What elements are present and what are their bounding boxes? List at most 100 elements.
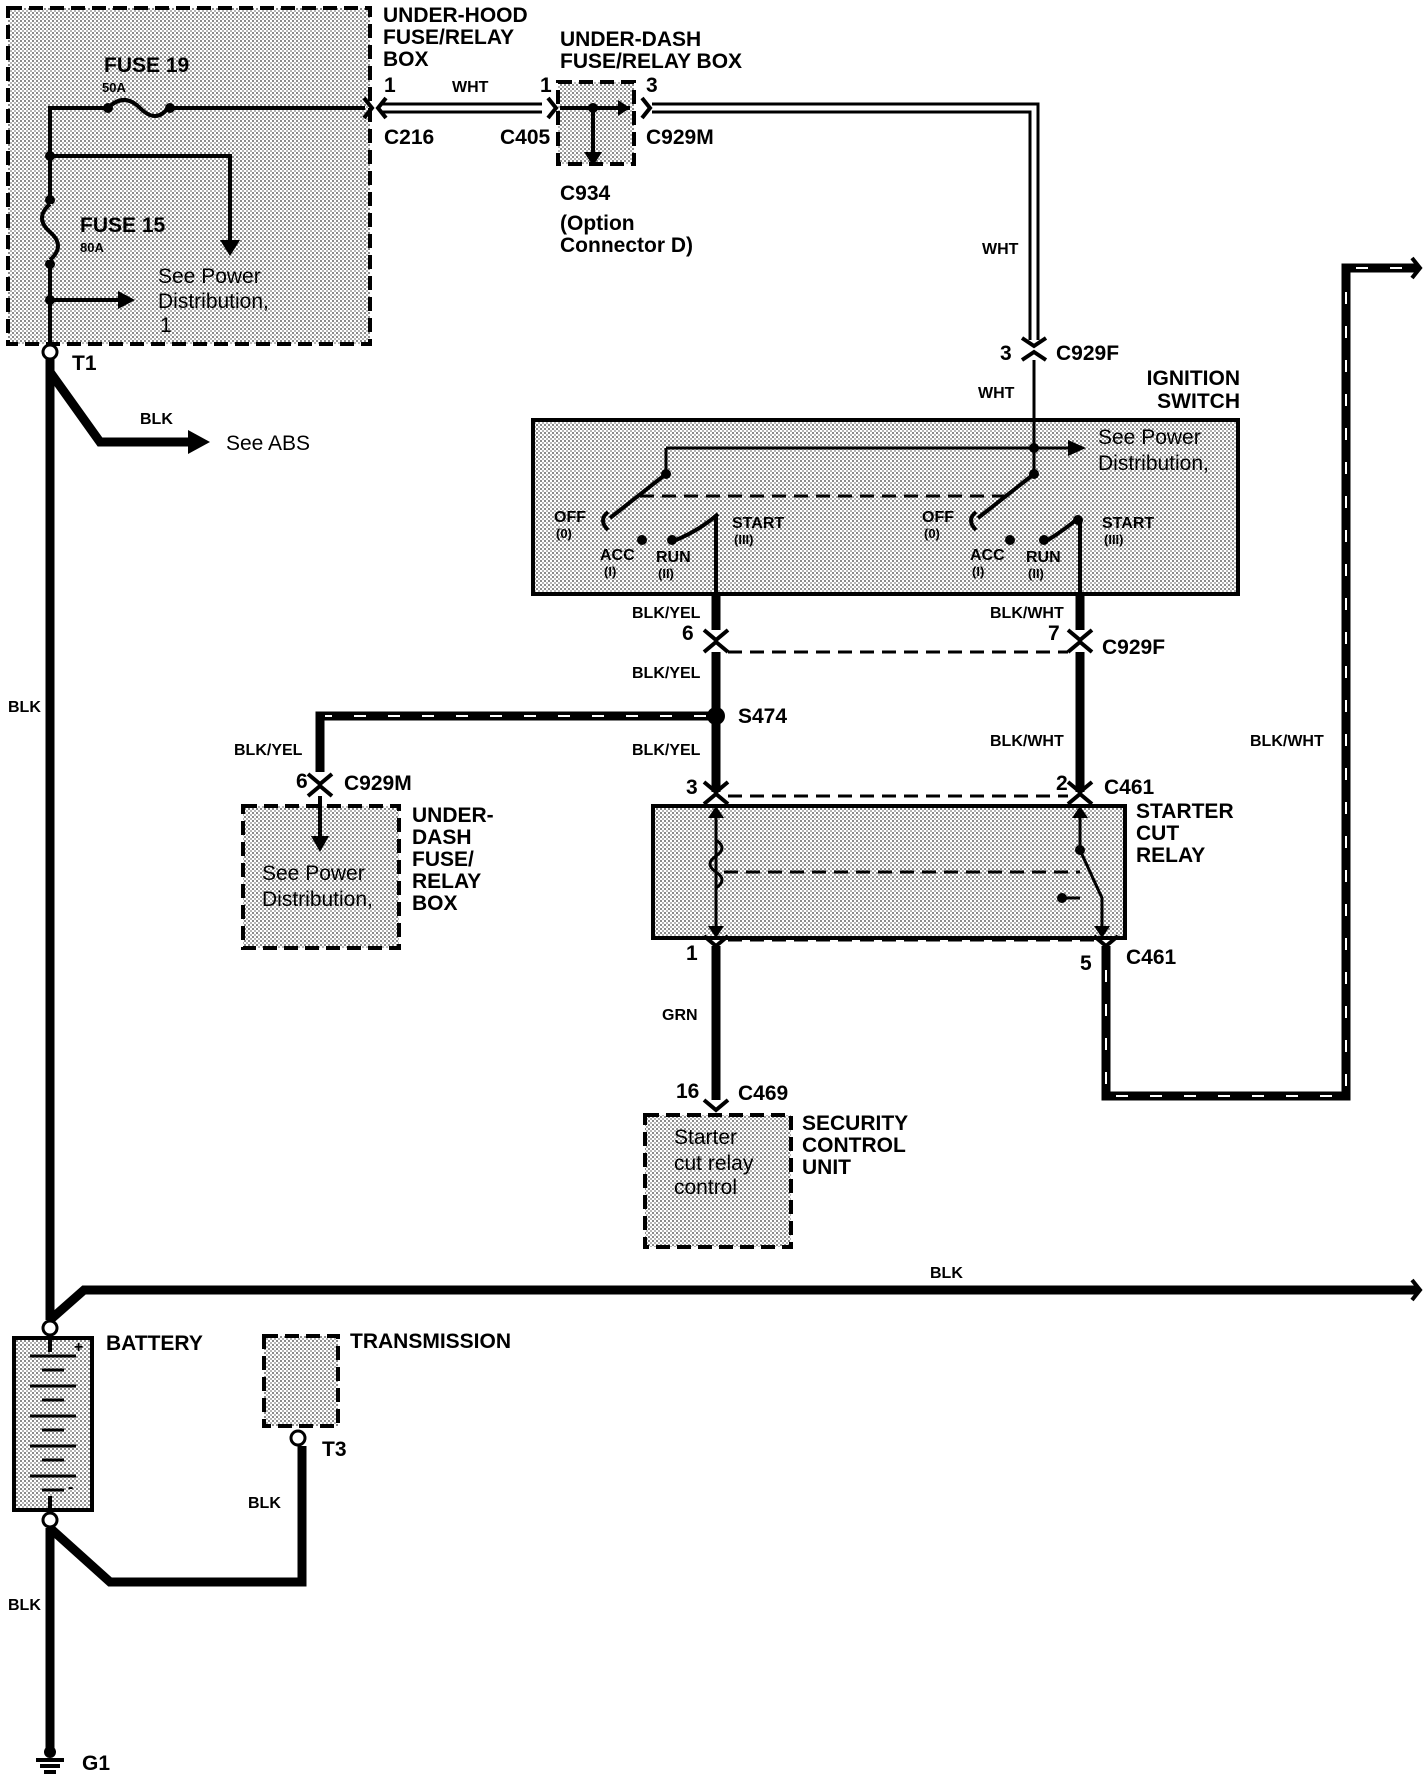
fuse-15-label: FUSE 15 <box>80 214 166 237</box>
ign-left-run: RUN <box>656 549 691 566</box>
see-power-distribution-1-line3: 1 <box>160 314 172 337</box>
arrow-right-icon <box>118 291 135 309</box>
s474-label: S474 <box>738 705 787 728</box>
security-body-line3: control <box>674 1176 737 1199</box>
ign-right-run-code: (II) <box>1028 566 1044 581</box>
connector-c461-top: 3 2 C461 <box>686 772 1155 806</box>
c929f-mid-label: C929F <box>1102 636 1165 659</box>
g1-label: G1 <box>82 1752 110 1775</box>
underdash-left-title-2: DASH <box>412 826 472 849</box>
see-power-ign-line2: Distribution, <box>1098 452 1209 475</box>
connector-c929m-top <box>640 96 653 120</box>
underdash-left-title-1: UNDER- <box>412 804 494 827</box>
connector-c216: 1 C216 <box>362 74 434 149</box>
ign-right-off: OFF <box>922 509 954 526</box>
security-control-unit: Starter cut relay control SECURITY CONTR… <box>643 1112 908 1249</box>
underdash-fuse-relay-box-left: See Power Distribution, UNDER- DASH FUSE… <box>241 796 494 950</box>
c461-top-label: C461 <box>1104 776 1155 799</box>
ign-right-off-code: (0) <box>924 526 940 541</box>
fuse-19-rating: 50A <box>102 80 126 95</box>
ign-left-off: OFF <box>554 509 586 526</box>
wire-blk-wht-b: BLK/WHT <box>990 733 1064 750</box>
wire-blk-trans: BLK <box>248 1495 281 1512</box>
transmission-title: TRANSMISSION <box>350 1330 511 1353</box>
ign-right-acc-code: (I) <box>972 564 984 579</box>
option-connector-line2: Connector D) <box>560 234 693 257</box>
c929f-mid-pin-7: 7 <box>1048 622 1060 645</box>
battery-plus: + <box>74 1339 83 1356</box>
arrow-down-icon <box>220 240 240 256</box>
underhood-title-1: UNDER-HOOD <box>383 4 528 27</box>
c929f-mid-pin-6: 6 <box>682 622 694 645</box>
ign-left-start-code: (III) <box>734 532 754 547</box>
connector-c929m-left: 6 C929M <box>296 770 412 798</box>
battery-minus: - <box>68 1479 73 1496</box>
wire-blk-left: BLK <box>8 699 41 716</box>
c929m-left-label: C929M <box>344 772 412 795</box>
see-power-left-line1: See Power <box>262 862 365 885</box>
security-title-1: SECURITY <box>802 1112 908 1135</box>
wire-wht-a: WHT <box>452 79 489 96</box>
ignition-title-2: SWITCH <box>1157 390 1240 413</box>
fuse-19: FUSE 19 50A <box>102 54 189 118</box>
fuse-15: FUSE 15 80A <box>40 202 166 262</box>
c929m-left-pin-6: 6 <box>296 770 308 793</box>
see-abs: See ABS <box>226 432 310 455</box>
underdash-fuse-relay-box-top: UNDER-DASH FUSE/RELAY BOX 1 C405 3 C929M… <box>500 28 742 257</box>
terminal-t3 <box>289 1429 307 1447</box>
wire-wht-b: WHT <box>982 241 1019 258</box>
wire-grn: GRN <box>662 1007 698 1024</box>
ign-right-start: START <box>1102 515 1154 532</box>
wire-blk-ground: BLK <box>8 1597 41 1614</box>
starter-cut-title-2: CUT <box>1136 822 1179 845</box>
c929m-top-label: C929M <box>646 126 714 149</box>
c469-pin-16: 16 <box>676 1080 699 1103</box>
terminal-t1 <box>41 343 59 361</box>
underhood-fuse-relay-box: UNDER-HOOD FUSE/RELAY BOX FUSE 19 50A FU… <box>6 4 528 346</box>
starter-cut-title-1: STARTER <box>1136 800 1234 823</box>
starter-cut-relay: STARTER CUT RELAY <box>651 800 1234 940</box>
c461-bottom-pin-1: 1 <box>686 942 698 965</box>
underdash-left-title-4: RELAY <box>412 870 481 893</box>
underhood-title-3: BOX <box>383 48 429 71</box>
wire-blk-yel-b: BLK/YEL <box>632 665 701 682</box>
security-body-line2: cut relay <box>674 1152 754 1175</box>
c461-bottom-label: C461 <box>1126 946 1177 969</box>
t1-label: T1 <box>72 352 97 375</box>
security-title-3: UNIT <box>802 1156 851 1179</box>
connector-c469: 16 C469 <box>676 1080 788 1113</box>
fuse-15-rating: 80A <box>80 240 104 255</box>
c469-label: C469 <box>738 1082 788 1105</box>
ground-g1: G1 <box>36 1746 110 1775</box>
see-power-left-line2: Distribution, <box>262 888 373 911</box>
connector-c929f-top: 3 C929F <box>1000 336 1119 365</box>
underdash-top-title-1: UNDER-DASH <box>560 28 701 51</box>
ign-right-start-code: (III) <box>1104 532 1124 547</box>
ign-left-off-code: (0) <box>556 526 572 541</box>
ign-left-start: START <box>732 515 784 532</box>
see-power-distribution-1-line2: Distribution, <box>158 290 269 313</box>
c461-bottom-pin-5: 5 <box>1080 952 1092 975</box>
wire-blk-yel-d: BLK/YEL <box>234 742 303 759</box>
underhood-title-2: FUSE/RELAY <box>383 26 514 49</box>
ignition-switch: IGNITION SWITCH See Power Distribution, … <box>531 367 1240 596</box>
connector-c461-bottom: 1 5 C461 <box>686 934 1177 975</box>
ignition-title-1: IGNITION <box>1147 367 1240 390</box>
underdash-top-title-2: FUSE/RELAY BOX <box>560 50 742 73</box>
wire-wht-c: WHT <box>978 385 1015 402</box>
c216-label: C216 <box>384 126 434 149</box>
wire-blk-abs: BLK <box>140 411 173 428</box>
ign-left-acc-code: (I) <box>604 564 616 579</box>
security-title-2: CONTROL <box>802 1134 906 1157</box>
transmission: TRANSMISSION T3 <box>262 1330 511 1461</box>
c929f-top-label: C929F <box>1056 342 1119 365</box>
wire-blk-yel-a: BLK/YEL <box>632 605 701 622</box>
c461-top-pin-2: 2 <box>1056 772 1068 795</box>
arrow-right-icon <box>188 430 210 454</box>
starter-cut-title-3: RELAY <box>1136 844 1205 867</box>
underdash-left-title-5: BOX <box>412 892 458 915</box>
security-body-line1: Starter <box>674 1126 737 1149</box>
c934-label: C934 <box>560 182 611 205</box>
underdash-left-title-3: FUSE/ <box>412 848 474 871</box>
ign-left-run-code: (II) <box>658 566 674 581</box>
